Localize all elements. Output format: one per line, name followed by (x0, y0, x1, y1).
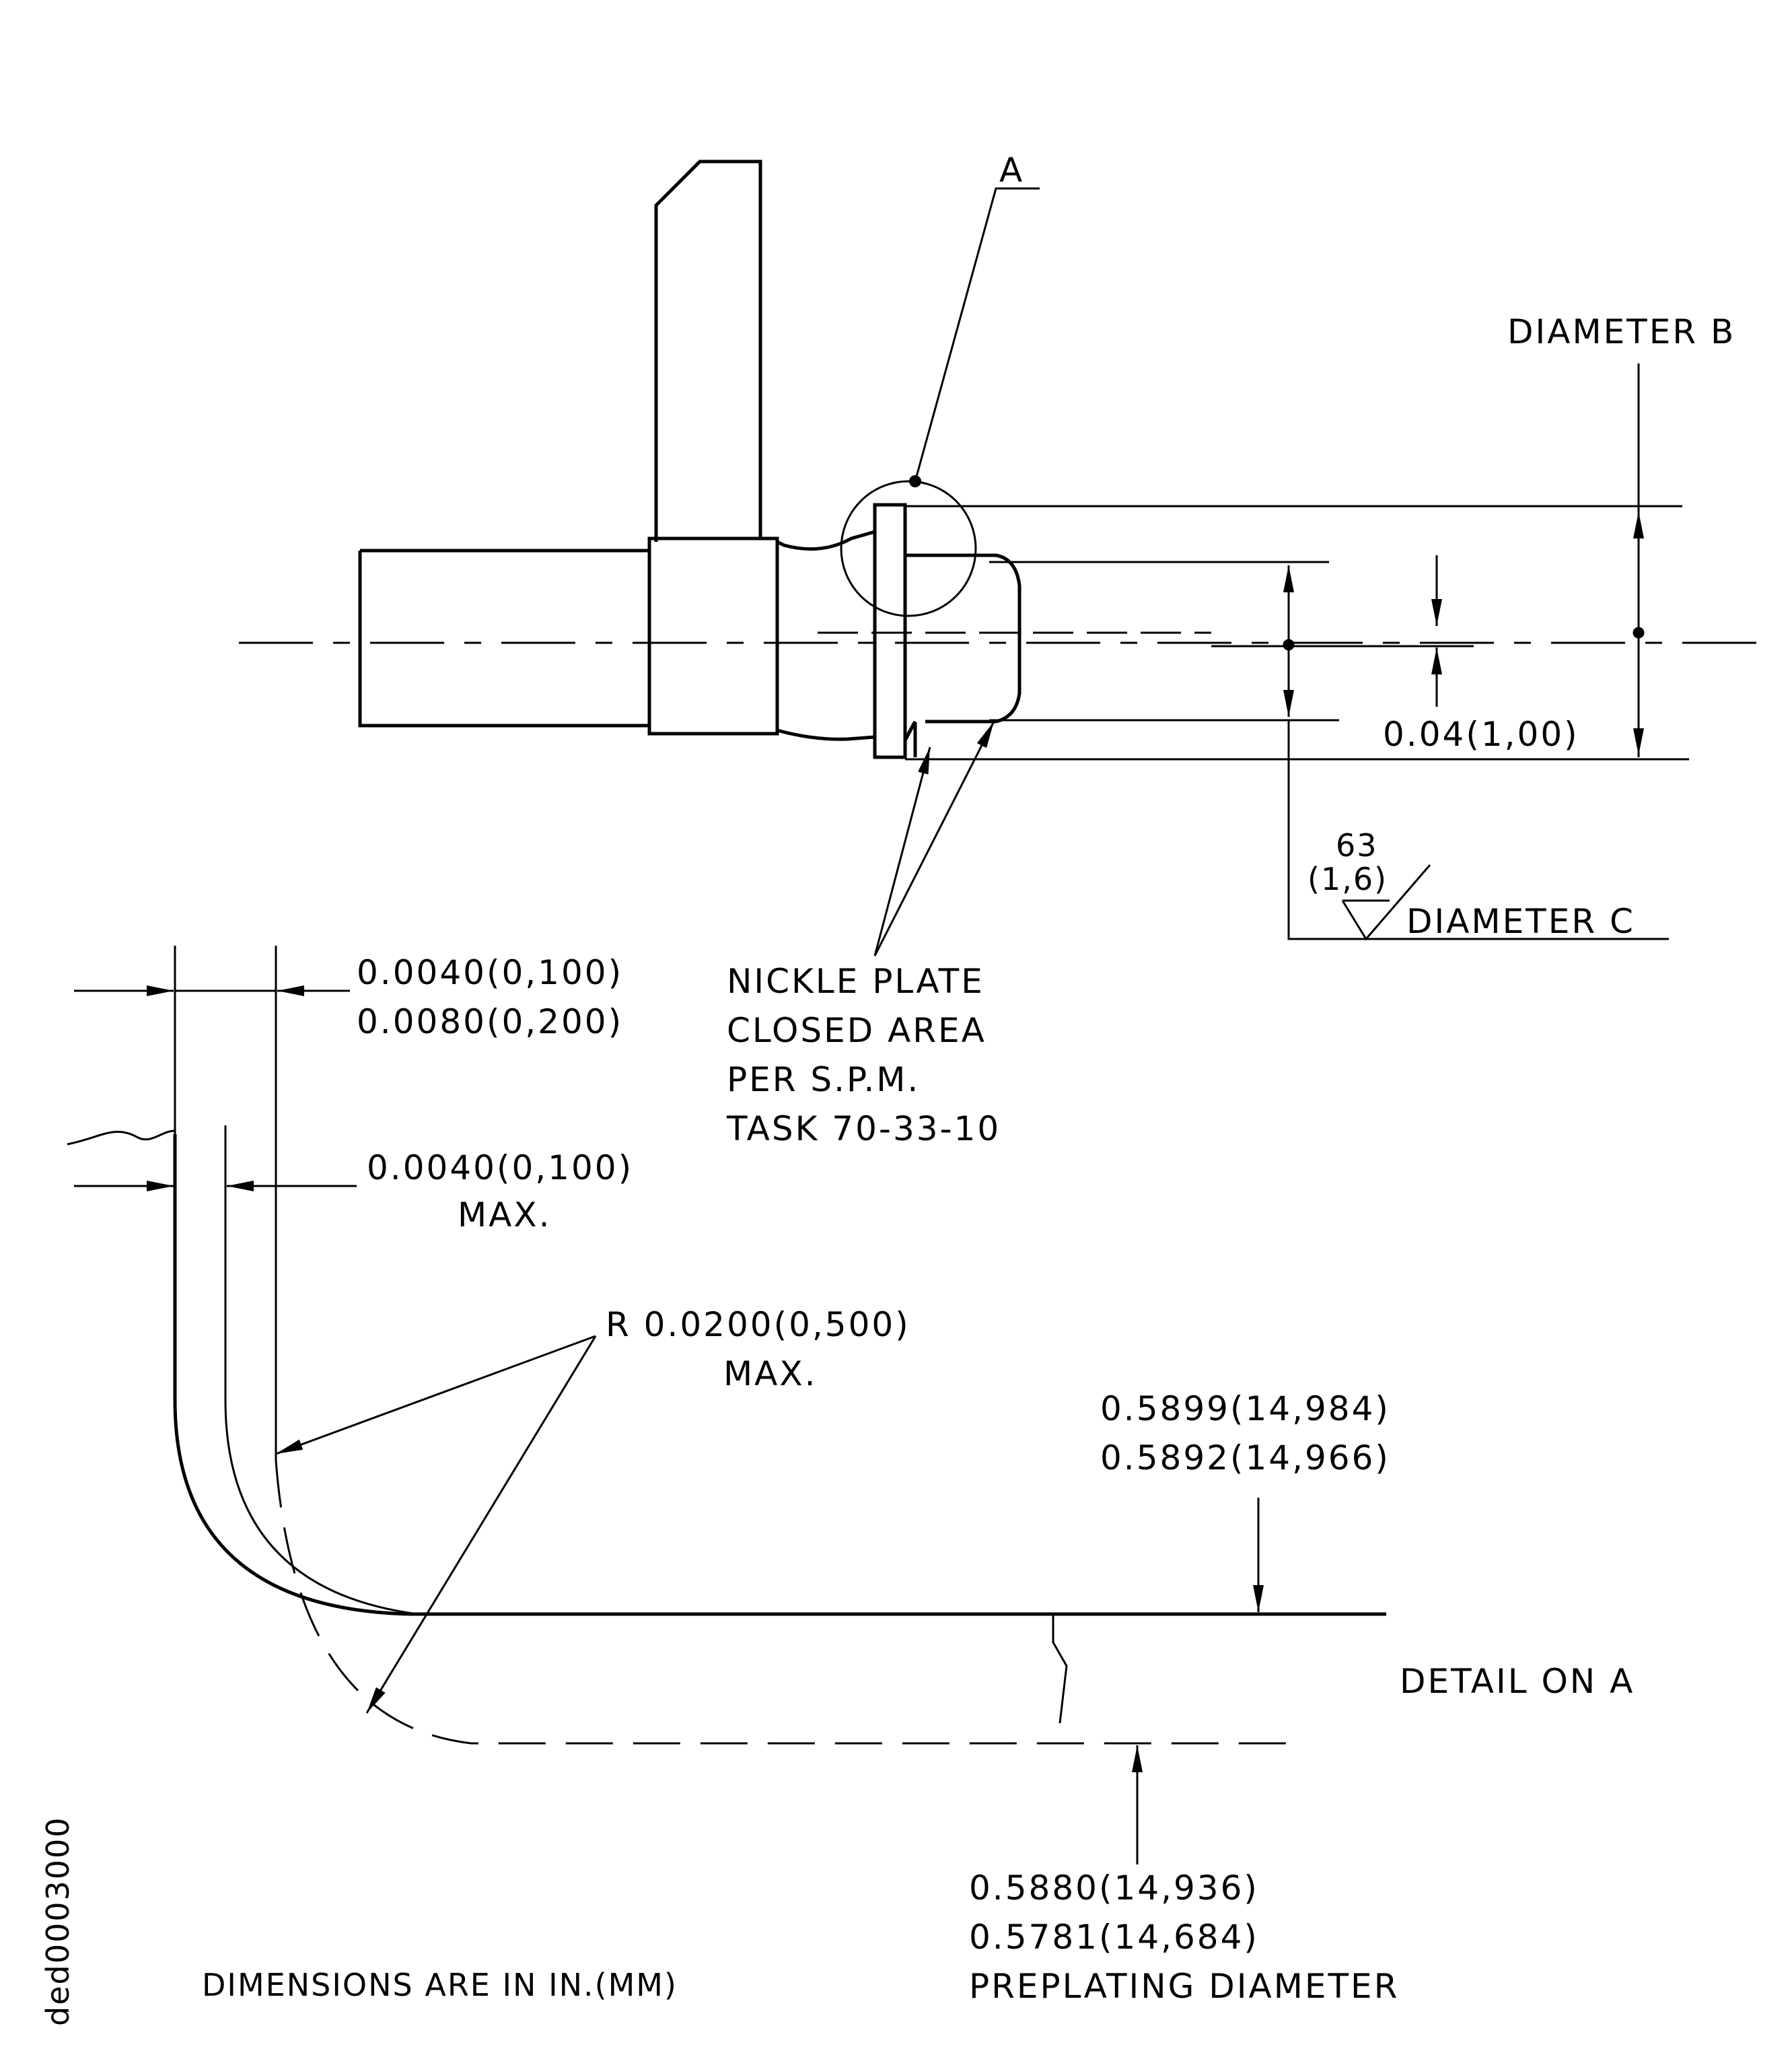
surface-finish-symbol (1341, 864, 1431, 941)
nickel-note-line1: NICKLE PLATE (727, 962, 984, 1001)
surface-finish-metric: (1,6) (1307, 861, 1388, 897)
finished-diameter-max: 0.5899(14,984) (1100, 1389, 1390, 1428)
units-note: DIMENSIONS ARE IN IN.(MM) (202, 1967, 678, 2003)
fillet-step-qualifier: MAX. (458, 1195, 552, 1234)
radius-note-qualifier: MAX. (723, 1354, 818, 1393)
fillet-step-value: 0.0040(0,100) (367, 1148, 633, 1187)
detail-a-profile (173, 1134, 1386, 1616)
plate-thickness-min: 0.0040(0,100) (357, 953, 623, 992)
nickel-note-line4: TASK 70-33-10 (726, 1109, 1001, 1148)
surface-finish-value: 63 (1336, 827, 1378, 864)
diameter-b-dimension (905, 363, 1689, 761)
diameter-b-label: DIAMETER B (1507, 312, 1735, 351)
preplating-min: 0.5781(14,684) (969, 1918, 1259, 1957)
preplating-max: 0.5880(14,936) (969, 1869, 1259, 1908)
nickel-note-line2: CLOSED AREA (727, 1011, 987, 1050)
plate-thickness-max: 0.0080(0,200) (357, 1002, 623, 1041)
detail-callout-label: A (999, 151, 1024, 190)
offset-dimension (1211, 555, 1474, 707)
plate-thickness-dimension (74, 985, 357, 1191)
radius-leaders (275, 1335, 597, 1714)
preplating-profile (275, 1460, 1299, 1745)
figure-id: ded0003000 (40, 1816, 76, 2026)
nickel-note-leaders (873, 721, 995, 956)
detail-title: DETAIL ON A (1400, 1662, 1635, 1701)
diameter-c-label: DIAMETER C (1406, 902, 1635, 941)
detail-a-leader (914, 187, 1040, 482)
preplating-label: PREPLATING DIAMETER (969, 1967, 1399, 2006)
detail-a-inner (67, 946, 1068, 1724)
offset-dimension-value: 0.04(1,00) (1383, 715, 1579, 754)
radius-note-value: R 0.0200(0,500) (606, 1305, 910, 1344)
nickel-note-line3: PER S.P.M. (727, 1060, 920, 1099)
part-side-view (358, 160, 1022, 759)
finished-diameter-min: 0.5892(14,966) (1100, 1438, 1390, 1477)
detail-a-circle (840, 480, 977, 617)
